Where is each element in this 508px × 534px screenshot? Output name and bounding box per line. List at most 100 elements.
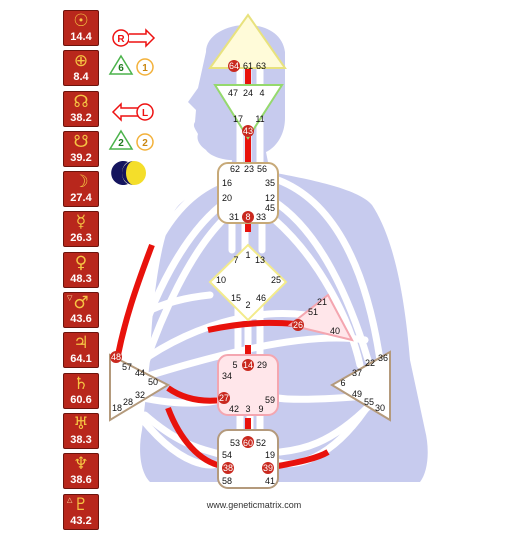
- planet-box-saturn: ♄60.6: [63, 372, 99, 409]
- gate-29: 29: [257, 360, 267, 370]
- mercury-icon: ☿: [75, 212, 87, 233]
- gate-12: 12: [265, 193, 275, 203]
- gate-21: 21: [317, 297, 327, 307]
- planet-mark: ▽: [67, 295, 73, 303]
- gate-58: 58: [222, 476, 232, 486]
- gate-51: 51: [308, 307, 318, 317]
- gate-35: 35: [265, 178, 275, 188]
- credit-link[interactable]: www.geneticmatrix.com: [206, 500, 302, 510]
- planet-box-uranus: ♅38.3: [63, 412, 99, 449]
- gate-numbers: 64 61 63 47 24 4 17 11 43 62 23 56 16 35…: [111, 61, 388, 486]
- planet-column: ☉14.4⊕8.4☊38.2☋39.2☽27.4☿26.3♀48.3▽♂43.6…: [63, 10, 101, 534]
- uranus-icon: ♅: [73, 413, 89, 434]
- gate-28: 28: [123, 397, 133, 407]
- gate-1: 1: [245, 250, 250, 260]
- top-triangle-label: 6: [118, 63, 124, 74]
- planet-box-south-node: ☋39.2: [63, 130, 99, 167]
- gate-31: 31: [229, 212, 239, 222]
- gate-2: 2: [245, 300, 250, 310]
- gate-54: 54: [222, 450, 232, 460]
- gate-19: 19: [265, 450, 275, 460]
- gate-8: 8: [245, 212, 250, 222]
- gate-44: 44: [135, 368, 145, 378]
- solar-center: [330, 350, 391, 422]
- right-arrow: R: [112, 28, 156, 48]
- mid-circle-label: 2: [142, 138, 148, 149]
- left-arrow: L: [111, 102, 154, 122]
- sun-icon: ☉: [73, 11, 89, 31]
- neptune-icon: ♆: [73, 454, 89, 475]
- gate-11: 11: [255, 114, 264, 124]
- right-arrow-label: R: [117, 34, 125, 45]
- gate-3: 3: [245, 404, 250, 414]
- gate-17: 17: [233, 114, 243, 124]
- gate-37: 37: [352, 368, 362, 378]
- gate-61: 61: [243, 61, 253, 71]
- gate-47: 47: [228, 88, 238, 98]
- planet-box-moon: ☽27.4: [63, 171, 99, 208]
- gate-39: 39: [263, 463, 273, 473]
- gate-49: 49: [352, 389, 362, 399]
- planet-box-sun: ☉14.4: [63, 10, 99, 46]
- gate-59: 59: [265, 395, 275, 405]
- gate-25: 25: [271, 275, 281, 285]
- planet-value: 14.4: [70, 31, 92, 43]
- planet-mark: △: [67, 496, 73, 504]
- planet-value: 64.1: [70, 353, 92, 366]
- gate-64: 64: [229, 61, 239, 71]
- planet-value: 26.3: [70, 232, 92, 245]
- planet-value: 60.6: [70, 393, 92, 406]
- gate-6: 6: [340, 378, 345, 388]
- top-circle-label: 1: [142, 63, 148, 74]
- heart-center: [287, 293, 354, 342]
- g-center: [208, 243, 288, 322]
- gate-24: 24: [243, 88, 253, 98]
- gate-4: 4: [259, 88, 264, 98]
- activated-gates: [110, 60, 304, 474]
- gate-50: 50: [148, 377, 158, 387]
- mid-triangle-label: 2: [118, 138, 124, 149]
- gate-40: 40: [330, 326, 340, 336]
- gate-5: 5: [232, 360, 237, 370]
- gate-16: 16: [222, 178, 232, 188]
- planet-box-jupiter: ♃64.1: [63, 332, 99, 369]
- legend: R 6 1 L 2 2: [108, 28, 156, 185]
- planet-value: 43.2: [70, 514, 92, 527]
- gate-60: 60: [243, 438, 253, 448]
- gate-20: 20: [222, 193, 232, 203]
- gate-43: 43: [243, 126, 253, 136]
- gate-13: 13: [255, 255, 265, 265]
- gate-45: 45: [265, 203, 275, 213]
- planet-box-earth: ⊕8.4: [63, 50, 99, 87]
- planet-box-north-node: ☊38.2: [63, 90, 99, 127]
- south-node-icon: ☋: [73, 131, 89, 152]
- planet-box-venus: ♀48.3: [63, 251, 99, 288]
- gate-41: 41: [265, 476, 275, 486]
- gate-10: 10: [216, 275, 226, 285]
- ajna-center: [213, 84, 284, 140]
- planet-box-pluto: △♇43.2: [63, 493, 99, 530]
- top-marks: 6 1: [108, 54, 154, 76]
- planet-value: 48.3: [70, 272, 92, 285]
- gate-34: 34: [222, 371, 232, 381]
- gate-33: 33: [256, 212, 266, 222]
- spleen-center: [109, 353, 171, 422]
- gate-27: 27: [219, 393, 229, 403]
- gate-48: 48: [111, 352, 121, 362]
- gate-55: 55: [364, 397, 374, 407]
- gate-42: 42: [229, 404, 239, 414]
- gate-57: 57: [122, 362, 132, 372]
- earth-icon: ⊕: [73, 51, 89, 72]
- gate-26: 26: [293, 320, 303, 330]
- gate-30: 30: [375, 403, 385, 413]
- gate-52: 52: [256, 438, 266, 448]
- gate-7: 7: [233, 255, 238, 265]
- gate-32: 32: [135, 390, 145, 400]
- gate-62: 62: [230, 164, 240, 174]
- gate-63: 63: [256, 61, 266, 71]
- planet-value: 43.6: [70, 313, 92, 326]
- planet-box-mercury: ☿26.3: [63, 211, 99, 248]
- root-center: [217, 429, 279, 489]
- planet-value: 38.2: [70, 111, 92, 124]
